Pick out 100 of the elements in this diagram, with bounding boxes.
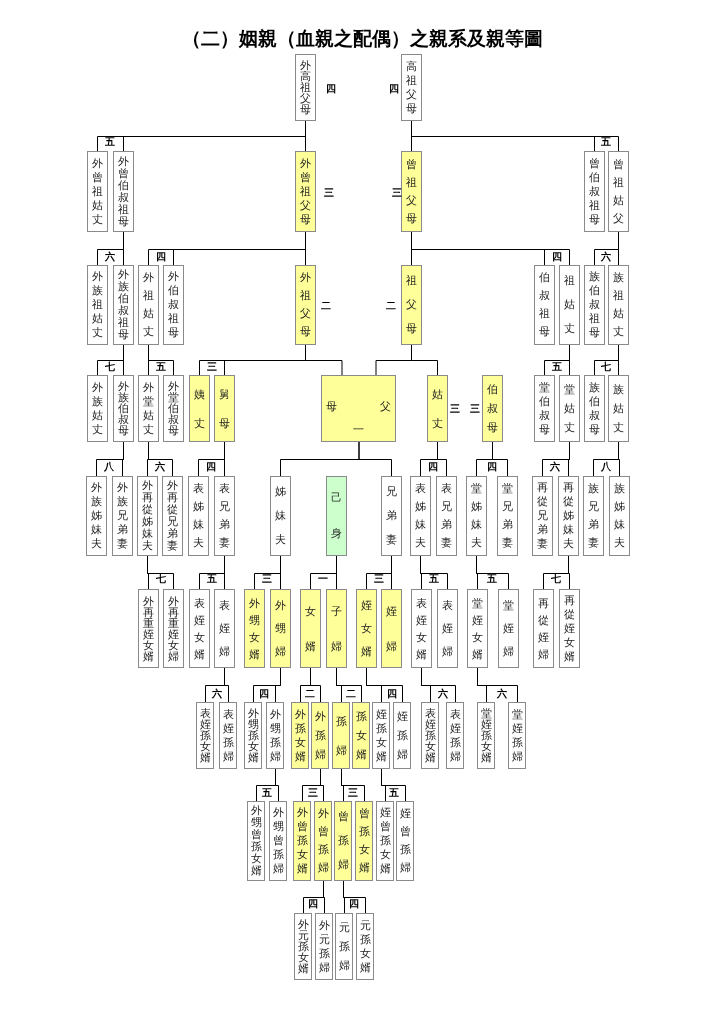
relation-box bbox=[400, 54, 422, 121]
relation-box bbox=[532, 589, 554, 668]
relation-text: 伯叔祖母 bbox=[538, 270, 550, 340]
relation-box bbox=[86, 375, 108, 442]
relation-box bbox=[137, 265, 159, 345]
relation-box bbox=[583, 375, 605, 442]
relation-box bbox=[400, 265, 422, 345]
degree-number: 七 bbox=[551, 572, 561, 584]
relation-text: 己身 bbox=[330, 490, 342, 542]
relation-box bbox=[332, 702, 350, 769]
relation-box bbox=[196, 702, 214, 769]
relation-text: 子婦 bbox=[330, 604, 342, 655]
degree-number: 四 bbox=[259, 687, 269, 699]
relation-text: 孫婦 bbox=[335, 714, 347, 759]
relation-box bbox=[531, 476, 553, 556]
degree-number: 四 bbox=[387, 687, 397, 699]
relation-text: 表姪女婿 bbox=[193, 596, 205, 663]
connector-line bbox=[366, 667, 403, 703]
relation-text: 再從姪女婿 bbox=[563, 594, 575, 664]
relation-text: 祖父母 bbox=[405, 273, 417, 337]
relation-box bbox=[294, 265, 316, 345]
relation-box bbox=[111, 476, 133, 556]
relation-text: 堂姪孫女婿 bbox=[480, 708, 492, 763]
connector-line bbox=[123, 231, 124, 266]
degree-number: 五 bbox=[601, 135, 611, 147]
connector-line bbox=[569, 344, 570, 376]
relation-box bbox=[213, 375, 235, 442]
relation-box bbox=[325, 589, 347, 668]
relation-text: 外甥女婿 bbox=[248, 596, 260, 663]
relation-text: 外曾孫婦 bbox=[317, 806, 329, 876]
relation-text: 外甥婦 bbox=[274, 598, 286, 660]
relation-text: 外再重姪女婿 bbox=[142, 596, 154, 662]
connector-line bbox=[123, 344, 124, 376]
relation-box bbox=[355, 589, 377, 668]
relation-text: 再從姊妹夫 bbox=[562, 481, 574, 551]
degree-number: 四 bbox=[206, 460, 216, 472]
relation-box bbox=[436, 589, 458, 668]
connector-line bbox=[305, 231, 306, 266]
degree-number: 五 bbox=[207, 572, 217, 584]
relation-box bbox=[85, 476, 107, 556]
degree-number: 四 bbox=[156, 250, 166, 262]
relation-text: 外族伯叔母 bbox=[117, 381, 129, 436]
relation-text: 表姊妹夫 bbox=[192, 481, 204, 551]
relation-text: 曾祖姑父 bbox=[612, 157, 624, 227]
relation-text: 堂兄弟妻 bbox=[501, 481, 513, 551]
relation-text: 高祖父母 bbox=[405, 60, 417, 116]
relation-text: 姪曾孫女婿 bbox=[379, 806, 391, 876]
connector-line bbox=[568, 555, 570, 590]
relation-text: 孫女婿 bbox=[355, 709, 367, 763]
degree-number: 四 bbox=[552, 250, 562, 262]
relation-box bbox=[247, 801, 265, 881]
relation-box bbox=[325, 476, 347, 556]
degree-number: 六 bbox=[601, 250, 611, 262]
degree-number: 三 bbox=[470, 402, 480, 414]
relation-box bbox=[426, 375, 448, 442]
relation-text: 曾孫女婿 bbox=[358, 806, 370, 876]
relation-text: 祖姑丈 bbox=[563, 273, 575, 337]
relation-text: 外高祖父母 bbox=[299, 60, 311, 115]
relation-box bbox=[162, 265, 184, 345]
degree-number: 三 bbox=[348, 786, 358, 798]
relation-text: 姨丈 bbox=[193, 387, 205, 432]
connector-line bbox=[305, 120, 306, 152]
relation-box bbox=[294, 54, 316, 121]
relation-box bbox=[219, 702, 237, 769]
degree-number: 二 bbox=[305, 687, 315, 699]
relation-box bbox=[607, 151, 629, 232]
relation-box bbox=[410, 589, 432, 668]
relation-box bbox=[497, 589, 519, 668]
relation-box bbox=[243, 589, 265, 668]
degree-number: 五 bbox=[552, 360, 562, 372]
degree-number: 三 bbox=[450, 402, 460, 414]
relation-box bbox=[607, 265, 629, 345]
relation-box bbox=[335, 913, 353, 980]
relation-box bbox=[293, 801, 311, 881]
degree-number: 六 bbox=[105, 250, 115, 262]
relation-box bbox=[583, 151, 605, 232]
relation-text: 表姪女婿 bbox=[415, 596, 427, 663]
degree-number: 一 bbox=[318, 572, 328, 584]
connector-line bbox=[148, 344, 174, 376]
relation-text: 外族姑丈 bbox=[91, 381, 103, 437]
relation-text: 堂姪孫婦 bbox=[511, 708, 523, 764]
relation-text: 表姪孫婦 bbox=[222, 708, 234, 764]
connector-line bbox=[122, 441, 124, 477]
relation-box bbox=[380, 476, 402, 556]
degree-number: 四 bbox=[308, 897, 318, 909]
relation-text: 外族姊妹夫 bbox=[90, 481, 102, 551]
connector-line bbox=[320, 768, 324, 802]
relation-text: 外再重姪女婦 bbox=[167, 596, 179, 662]
connector-line bbox=[411, 344, 438, 376]
degree-number: 二 bbox=[386, 299, 396, 311]
relation-box bbox=[162, 589, 184, 668]
degree-number: 五 bbox=[262, 786, 272, 798]
relation-text: 姪婦 bbox=[385, 604, 397, 655]
relation-box bbox=[446, 702, 464, 769]
relation-box bbox=[355, 801, 373, 881]
relation-text: 外堂姑丈 bbox=[142, 381, 154, 437]
relation-box bbox=[294, 151, 316, 232]
relation-box bbox=[376, 801, 394, 881]
degree-number: 四 bbox=[326, 82, 336, 94]
relation-box bbox=[558, 265, 580, 345]
